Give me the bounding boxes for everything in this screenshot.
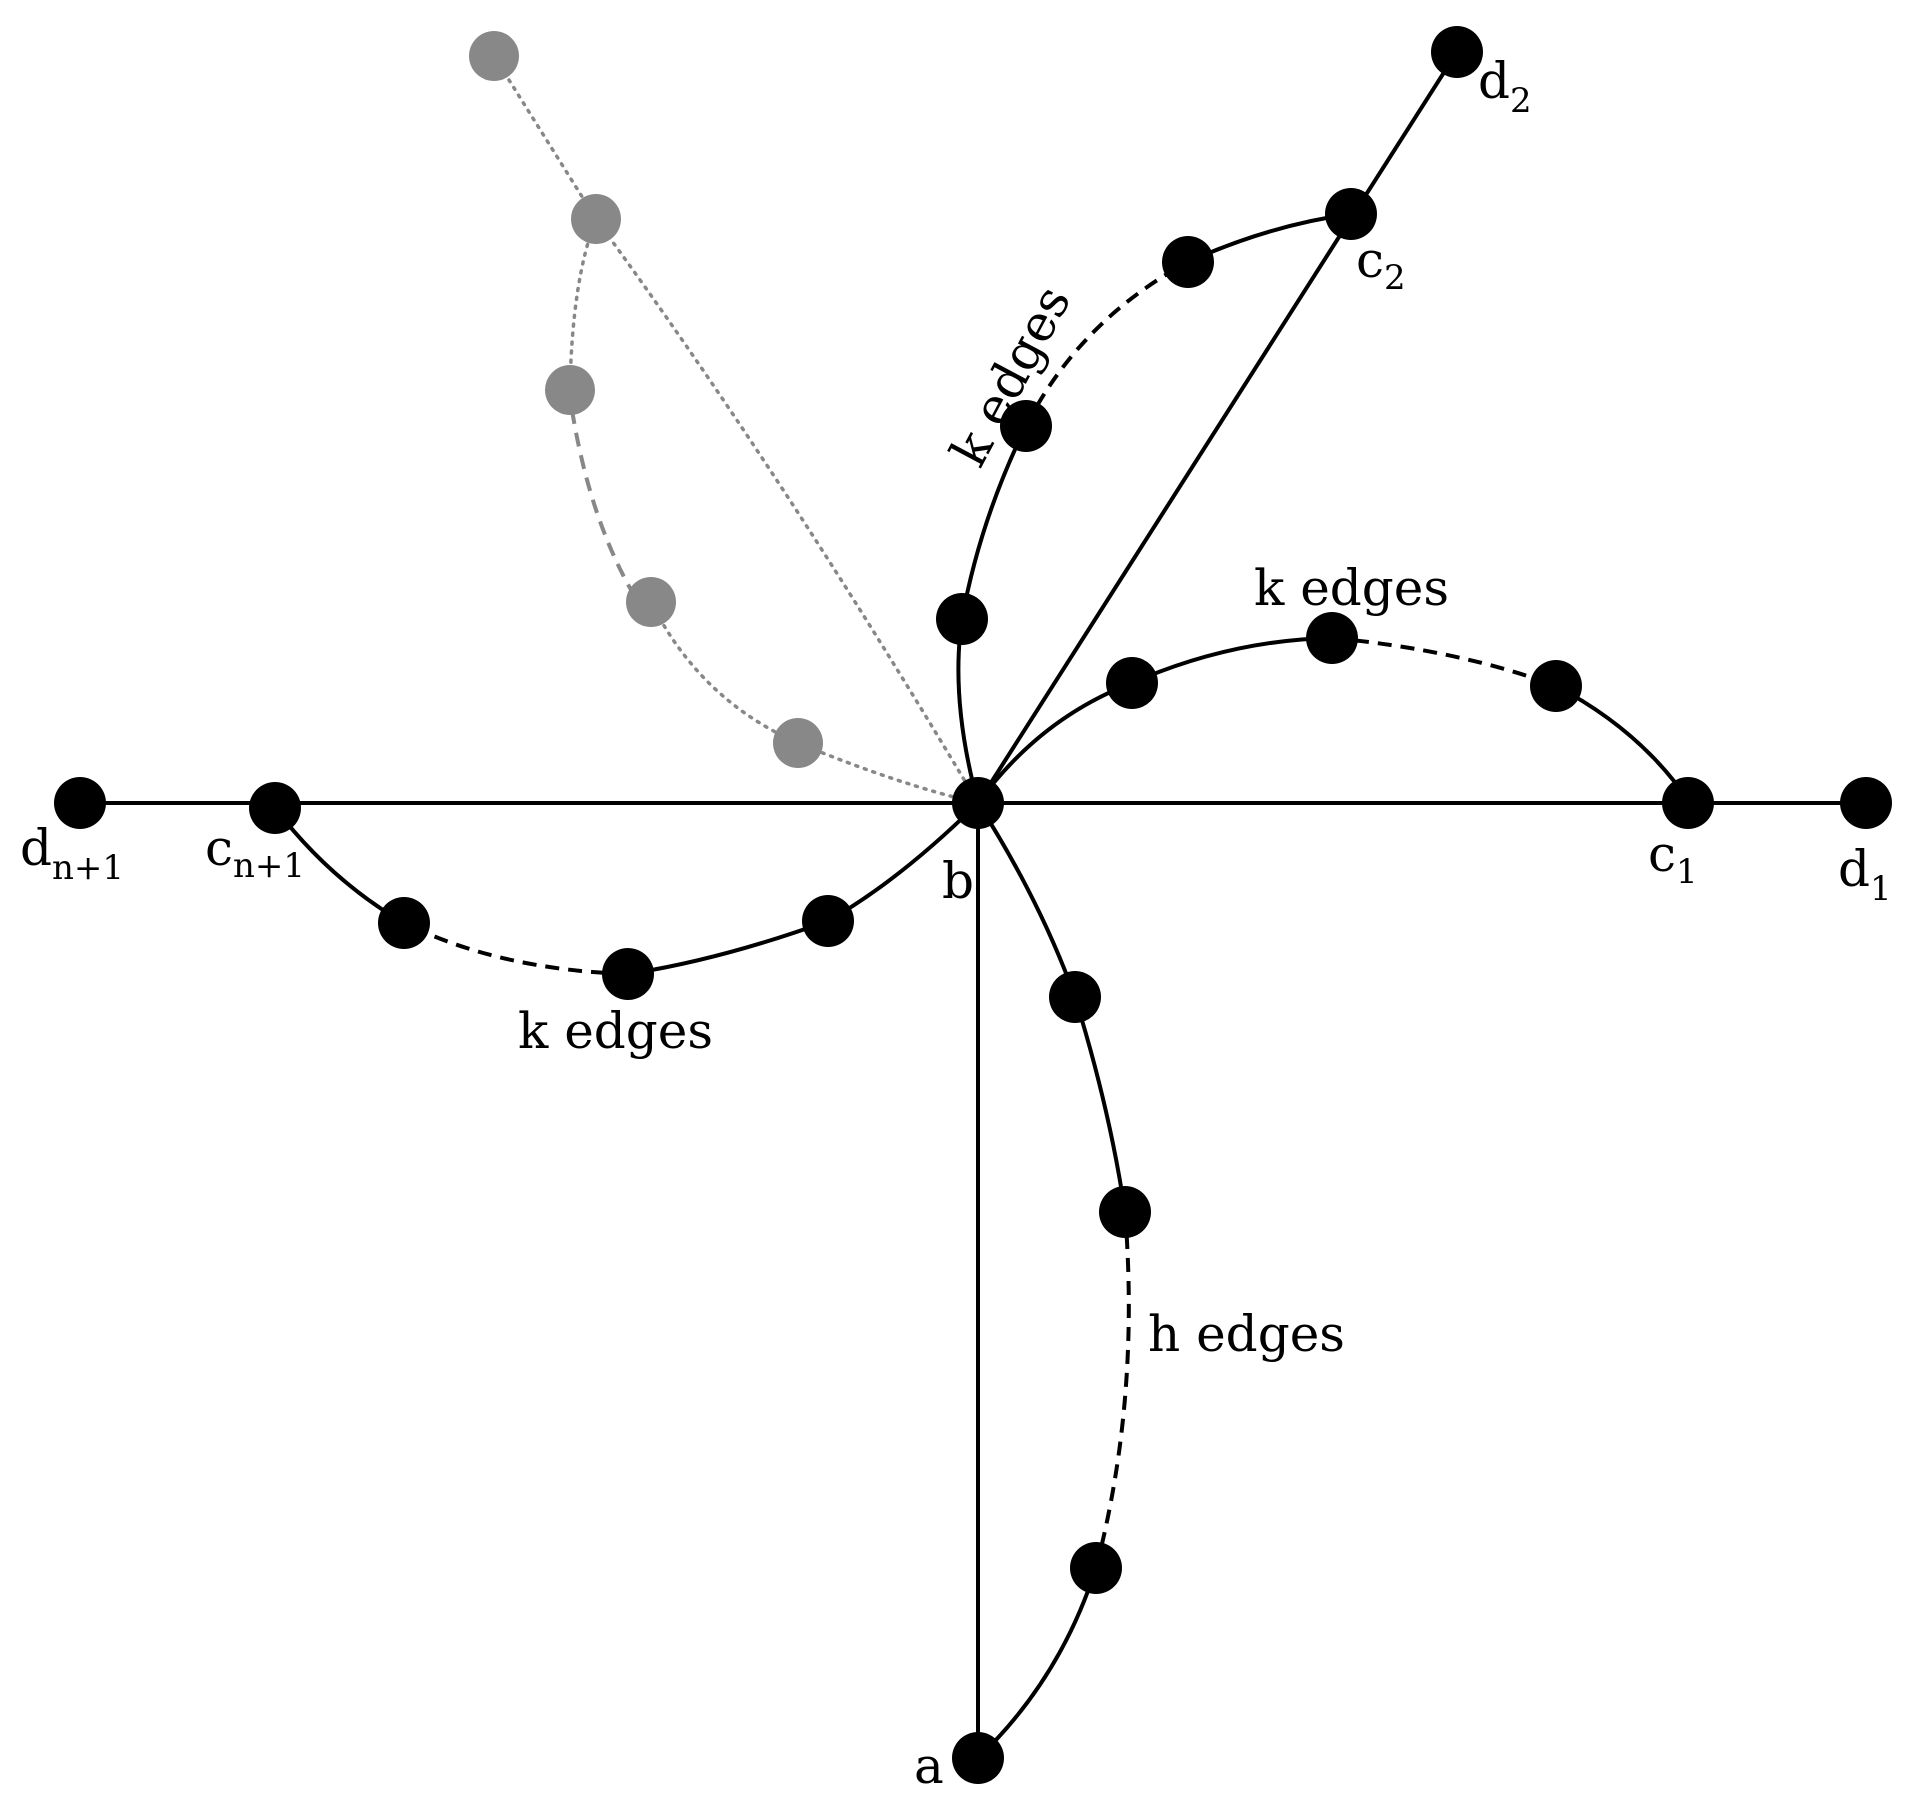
petal-right-solid-2 <box>1555 684 1690 802</box>
label-d1: d1 <box>1838 840 1892 909</box>
ghost-node <box>469 31 519 81</box>
node-dn1 <box>54 777 106 829</box>
path-node <box>1106 657 1158 709</box>
path-node <box>378 897 430 949</box>
petal-lower-dashed <box>1094 1211 1131 1569</box>
path-node <box>1070 1542 1122 1594</box>
path-node <box>1530 660 1582 712</box>
label-dn1: dn+1 <box>20 819 124 888</box>
path-node <box>1099 1186 1151 1238</box>
node-d1 <box>1840 777 1892 829</box>
label-d2: d2 <box>1478 52 1532 121</box>
ghost-dashed-edge <box>570 409 636 597</box>
petal-left-dashed <box>403 921 629 976</box>
ghost-node <box>626 577 676 627</box>
ghost-straight-edge <box>594 217 980 805</box>
path-node <box>1049 971 1101 1023</box>
petal-left-solid-1 <box>627 801 980 976</box>
edge-b-d2 <box>976 50 1459 805</box>
path-node <box>602 948 654 1000</box>
path-node <box>1306 612 1358 664</box>
ghost-edge-top <box>492 54 598 221</box>
label-cn1: cn+1 <box>205 819 305 886</box>
petal-upper-dashed <box>1024 260 1189 427</box>
node-d2 <box>1431 26 1483 78</box>
edge-count-label-lower: h edges <box>1148 1305 1345 1363</box>
ghost-node <box>545 365 595 415</box>
path-node <box>1000 400 1052 452</box>
label-b: b <box>942 852 974 910</box>
node-c1 <box>1662 777 1714 829</box>
label-a: a <box>914 1737 944 1795</box>
ghost-arc-edge-lower <box>649 600 980 805</box>
ghost-node <box>773 718 823 768</box>
edge-count-label-left: k edges <box>518 1002 713 1060</box>
node-c2 <box>1325 188 1377 240</box>
label-c2: c2 <box>1356 231 1406 298</box>
node-b <box>952 777 1004 829</box>
node-a <box>952 1732 1004 1784</box>
label-c1: c1 <box>1648 825 1698 892</box>
path-node <box>802 895 854 947</box>
petal-lower-solid-2 <box>976 1567 1098 1760</box>
node-cn1 <box>249 782 301 834</box>
path-node <box>936 593 988 645</box>
ghost-arc-edge <box>568 217 598 392</box>
petal-right-dashed <box>1331 636 1557 688</box>
path-node <box>1162 236 1214 288</box>
ghost-node <box>571 194 621 244</box>
edge-count-label-right: k edges <box>1254 559 1449 617</box>
